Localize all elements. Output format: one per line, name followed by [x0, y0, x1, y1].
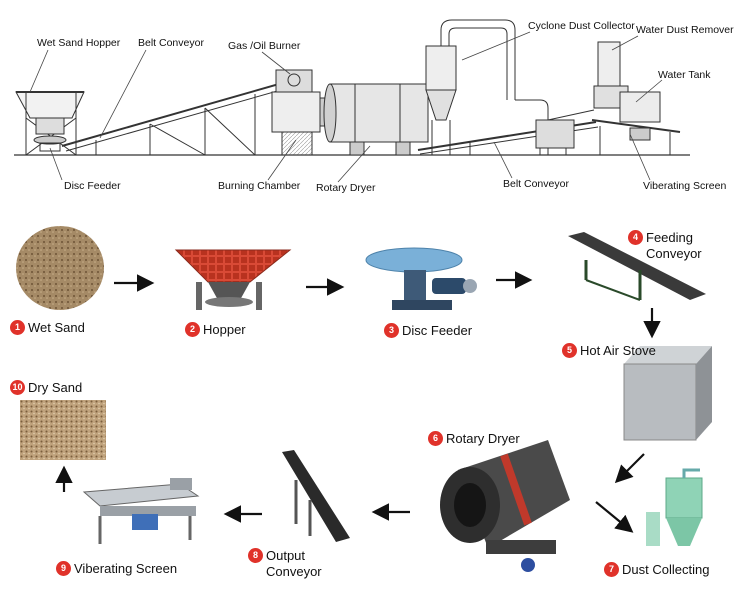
step-1-label: 1 Wet Sand	[10, 320, 85, 335]
step-5-badge: 5	[562, 343, 577, 358]
dust-collector-image	[646, 468, 703, 546]
wet-sand-image	[16, 226, 104, 310]
step-10-badge: 10	[10, 380, 25, 395]
label-water-tank: Water Tank	[658, 69, 711, 81]
step-3-label: 3 Disc Feeder	[384, 323, 472, 338]
step-1-text: Wet Sand	[28, 320, 85, 335]
wet-sand-hopper-drawing	[15, 91, 85, 156]
step-6-badge: 6	[428, 431, 443, 446]
vibrating-screen-drawing	[591, 91, 681, 155]
label-wet-sand-hopper: Wet Sand Hopper	[37, 37, 121, 49]
step-4-label: 4 Feeding Conveyor	[628, 230, 702, 262]
step-8-text-2: Conveyor	[266, 564, 322, 579]
rotary-dryer-drawing	[323, 83, 429, 156]
step-3-badge: 3	[384, 323, 399, 338]
step-9-text: Viberating Screen	[74, 561, 178, 576]
step-8-label: 8 Output Conveyor	[248, 548, 322, 580]
plant-schematic	[14, 19, 690, 183]
label-disc-feeder: Disc Feeder	[64, 180, 121, 192]
rotary-dryer-image	[440, 440, 570, 572]
step-10-label: 10 Dry Sand	[10, 380, 82, 395]
step-1-badge: 1	[10, 320, 25, 335]
hot-air-stove-image	[623, 346, 712, 441]
step-5-label: 5 Hot Air Stove	[562, 343, 656, 358]
step-4-text-1: Feeding	[646, 230, 693, 245]
step-4-text-2: Conveyor	[646, 246, 702, 261]
step-9-label: 9 Viberating Screen	[56, 561, 177, 576]
label-belt-conveyor-top: Belt Conveyor	[138, 37, 204, 49]
step-2-text: Hopper	[203, 322, 246, 337]
label-belt-conveyor-bottom: Belt Conveyor	[503, 178, 569, 190]
label-rotary-dryer-top: Rotary Dryer	[316, 182, 376, 194]
step-6-text: Rotary Dryer	[446, 431, 520, 446]
label-water-dust-remover: Water Dust Remover	[636, 24, 734, 36]
output-conveyor-image	[282, 450, 350, 542]
hopper-image	[174, 249, 292, 310]
step-2-badge: 2	[185, 322, 200, 337]
cyclone-drawing	[425, 19, 516, 155]
step-3-text: Disc Feeder	[402, 323, 473, 338]
step-10-text: Dry Sand	[28, 380, 83, 395]
step-5-text: Hot Air Stove	[580, 343, 656, 358]
step-6-label: 6 Rotary Dryer	[428, 431, 520, 446]
step-7-label: 7 Dust Collecting	[604, 562, 709, 577]
vibrating-screen-image	[82, 478, 200, 544]
step-4-badge: 4	[628, 230, 643, 245]
step-7-badge: 7	[604, 562, 619, 577]
step-8-text-1: Output	[266, 548, 306, 563]
disc-feeder-image	[365, 247, 477, 310]
dry-sand-image	[20, 400, 106, 460]
label-burning-chamber: Burning Chamber	[218, 180, 301, 192]
water-dust-remover-drawing	[515, 41, 629, 155]
step-8-badge: 8	[248, 548, 263, 563]
label-cyclone: Cyclone Dust Collector	[528, 20, 635, 32]
feeding-conveyor-image	[568, 232, 706, 301]
label-vibrating-screen-top: Viberating Screen	[643, 180, 727, 192]
arrow-5-7	[614, 453, 645, 484]
label-burner: Gas /Oil Burner	[228, 40, 301, 52]
step-9-badge: 9	[56, 561, 71, 576]
arrow-6-7	[595, 501, 634, 533]
step-7-text: Dust Collecting	[622, 562, 710, 577]
step-2-label: 2 Hopper	[185, 322, 246, 337]
